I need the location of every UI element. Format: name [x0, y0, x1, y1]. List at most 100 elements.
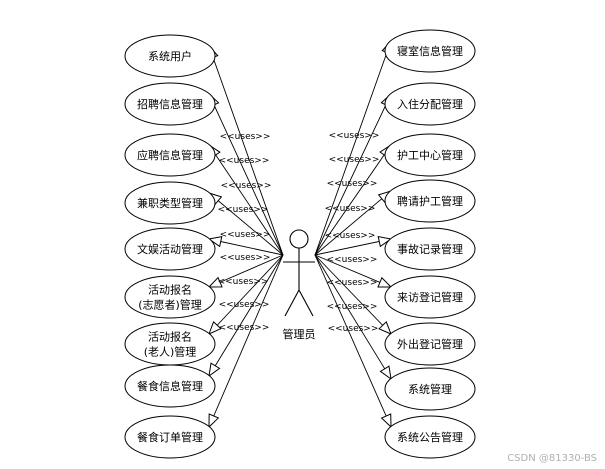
use-case-right-3: 护工中心管理: [384, 133, 476, 177]
association-line: [208, 192, 284, 256]
use-case-label: 兼职类型管理: [137, 196, 203, 210]
uses-stereotype-label: <<uses>>: [327, 179, 378, 189]
use-case-ellipse: [124, 181, 216, 225]
association-line: [314, 190, 392, 256]
actor-name: 管理员: [283, 327, 316, 341]
use-case-left-4: 兼职类型管理: [124, 181, 216, 225]
use-case-label: 聘请护工管理: [397, 194, 463, 208]
use-case-ellipse: [384, 82, 476, 126]
use-case-left-6: 活动报名(志愿者)管理: [124, 275, 216, 319]
stick-figure-icon: [283, 229, 315, 317]
association-line: [314, 254, 392, 380]
use-case-right-7: 外出登记管理: [384, 322, 476, 366]
association-line: [208, 254, 284, 377]
hollow-arrowhead-icon: [377, 276, 393, 288]
use-case-ellipse: [124, 133, 216, 177]
use-case-label: 入住分配管理: [397, 97, 463, 111]
use-cases: 系统用户招聘信息管理应聘信息管理兼职类型管理文娱活动管理活动报名(志愿者)管理活…: [124, 29, 476, 459]
uses-stereotype-label: <<uses>>: [220, 132, 271, 142]
use-case-label: 系统用户: [148, 49, 192, 63]
uses-stereotype-label: <<uses>>: [325, 204, 376, 214]
use-case-label: 招聘信息管理: [137, 97, 203, 111]
hollow-arrowhead-icon: [207, 276, 223, 288]
use-case-ellipse: [384, 29, 476, 73]
association-line: [314, 40, 392, 256]
uses-stereotype-label: <<uses>>: [220, 253, 271, 263]
use-case-label: 文娱活动管理: [137, 242, 203, 256]
use-case-right-5: 事故记录管理: [384, 227, 476, 271]
use-case-label: 寝室信息管理: [397, 44, 463, 58]
association-line: [208, 144, 284, 256]
use-case-label: 系统管理: [408, 382, 452, 396]
use-case-ellipse: [384, 275, 476, 319]
use-case-ellipse: [384, 367, 476, 411]
uses-stereotype-label: <<uses>>: [327, 302, 378, 312]
use-case-ellipse: [124, 227, 216, 271]
use-case-label: 外出登记管理: [397, 337, 463, 351]
association-line: [314, 144, 392, 256]
association-line: [314, 93, 392, 256]
use-case-left-7: 活动报名(老人)管理: [124, 322, 216, 366]
use-case-label: 餐食订单管理: [137, 430, 203, 444]
hollow-arrowhead-icon: [208, 413, 220, 429]
uses-stereotype-label: <<uses>>: [219, 323, 270, 333]
use-case-ellipse: [124, 275, 216, 319]
use-case-label: 事故记录管理: [397, 242, 463, 256]
hollow-arrowhead-icon: [378, 321, 392, 335]
use-case-ellipse: [124, 364, 216, 408]
use-case-left-1: 系统用户: [124, 34, 216, 78]
association-line: [208, 254, 284, 288]
use-case-label: 活动报名: [148, 283, 192, 297]
association-line: [208, 93, 284, 256]
association-line: [314, 254, 392, 335]
hollow-arrowhead-icon: [377, 235, 393, 248]
use-case-right-2: 入住分配管理: [384, 82, 476, 126]
actor-administrator: 管理员: [283, 229, 316, 341]
uses-stereotype-label: <<uses>>: [220, 230, 271, 240]
uses-stereotype-label: <<uses>>: [218, 205, 269, 215]
uses-stereotype-label: <<uses>>: [329, 131, 380, 141]
use-case-ellipse: [384, 133, 476, 177]
uses-stereotype-label: <<uses>>: [328, 324, 379, 334]
hollow-arrowhead-icon: [379, 365, 392, 381]
uses-stereotype-label: <<uses>>: [221, 181, 272, 191]
use-case-ellipse: [384, 415, 476, 459]
watermark-text: CSDN @81330-BS: [507, 453, 597, 464]
use-case-right-6: 来访登记管理: [384, 275, 476, 319]
use-case-left-2: 招聘信息管理: [124, 82, 216, 126]
use-case-ellipse: [124, 82, 216, 126]
association-line: [208, 45, 284, 256]
use-case-left-9: 餐食订单管理: [124, 415, 216, 459]
association-line: [314, 254, 392, 428]
association-line: [314, 238, 392, 256]
uses-stereotype-label: <<uses>>: [329, 155, 380, 165]
use-case-label: 应聘信息管理: [137, 148, 203, 162]
uses-stereotype-label: <<uses>>: [219, 300, 270, 310]
uses-stereotype-label: <<uses>>: [218, 277, 269, 287]
uses-stereotype-label: <<uses>>: [327, 278, 378, 288]
use-case-label: (志愿者)管理: [138, 298, 202, 312]
hollow-arrowhead-icon: [208, 320, 222, 335]
hollow-arrowhead-icon: [207, 236, 223, 248]
use-case-right-8: 系统管理: [384, 367, 476, 411]
uses-stereotype-label: <<uses>>: [327, 255, 378, 265]
uses-stereotype-label: <<uses>>: [325, 231, 376, 241]
use-case-right-1: 寝室信息管理: [384, 29, 476, 73]
use-case-label: 活动报名: [148, 330, 192, 344]
use-case-ellipse: [124, 322, 216, 366]
use-case-left-5: 文娱活动管理: [124, 227, 216, 271]
use-case-right-9: 系统公告管理: [384, 415, 476, 459]
use-case-left-3: 应聘信息管理: [124, 133, 216, 177]
use-case-ellipse: [124, 34, 216, 78]
uses-stereotype-label: <<uses>>: [219, 156, 270, 166]
association-line: [208, 254, 284, 335]
use-case-ellipse: [124, 415, 216, 459]
association-line: [208, 254, 284, 428]
use-case-label: 餐食信息管理: [137, 379, 203, 393]
use-case-left-8: 餐食信息管理: [124, 364, 216, 408]
hollow-arrowhead-icon: [208, 362, 221, 378]
use-case-label: 系统公告管理: [397, 430, 463, 444]
association-line: [208, 238, 284, 256]
hollow-arrowhead-icon: [380, 413, 392, 429]
use-case-label: (老人)管理: [144, 345, 197, 359]
